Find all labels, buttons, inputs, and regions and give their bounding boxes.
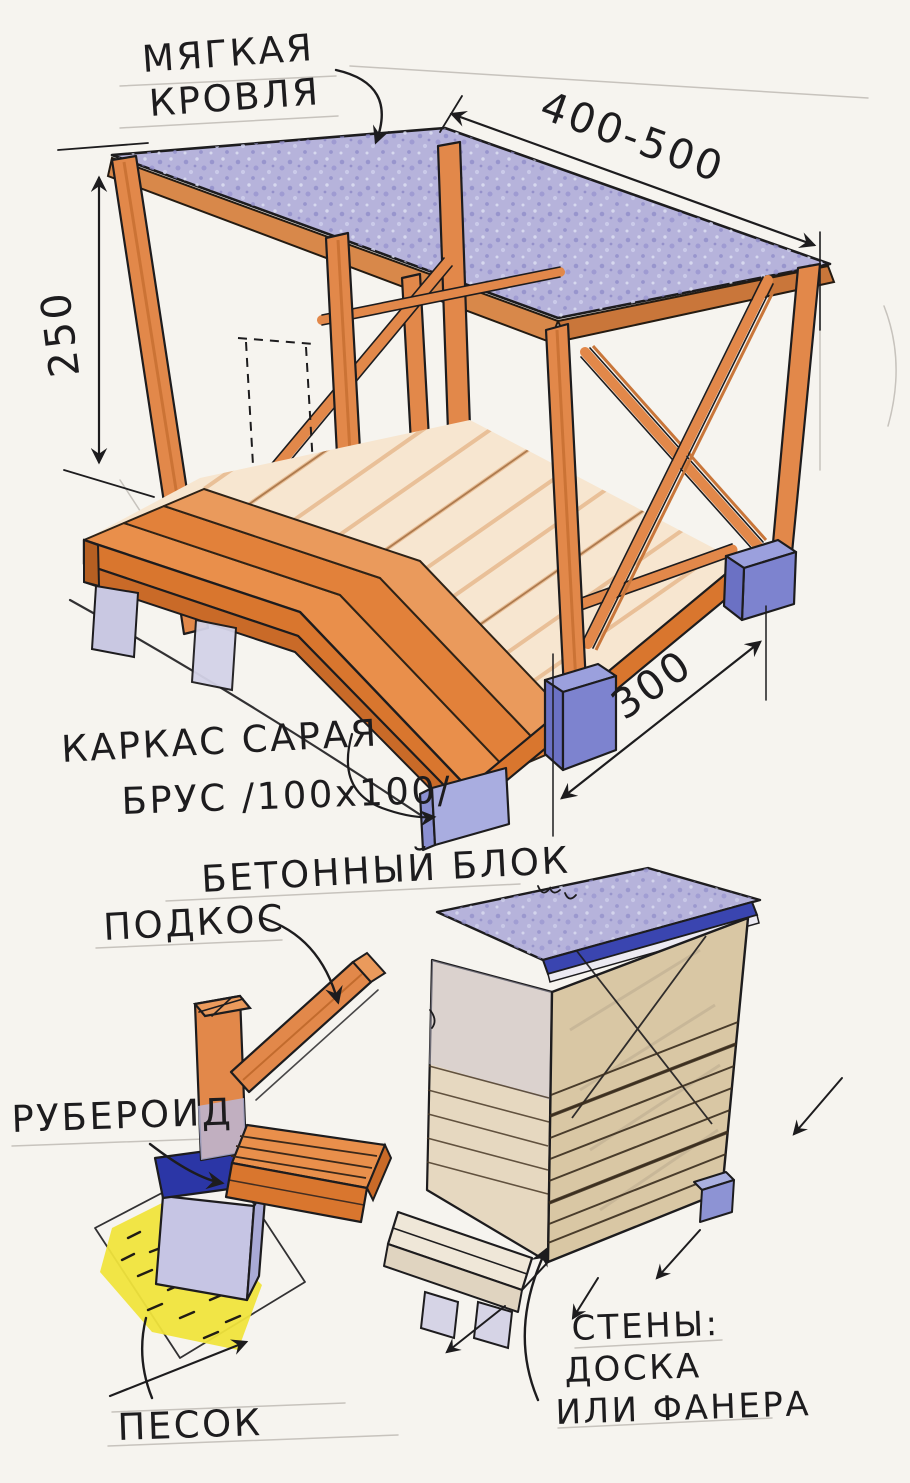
label-frame-line1: КАРКАС САРАЯ: [60, 711, 379, 771]
detail-flat-roof: [435, 866, 762, 983]
detail-deck-boards: [224, 1123, 393, 1224]
leader-felt-arrow: [148, 1142, 225, 1190]
main-shed-sketch: 400-500 250 300 МЯГКАЯ КРОВЛЯ КАРКАС САР…: [31, 26, 836, 901]
detail-diagonal-brace: [229, 951, 387, 1101]
dimension-wall-height-value: 250: [31, 287, 89, 379]
detail-footing-block-right: [693, 1171, 735, 1223]
leader-walls-curve: [523, 1247, 548, 1402]
label-walls-line3: ИЛИ ФАНЕРА: [555, 1384, 812, 1433]
label-roofing-felt: РУБЕРОИД: [11, 1090, 234, 1141]
detail-front-wall: [546, 916, 750, 1264]
deck-support-block: [90, 584, 140, 659]
label-concrete-block: БЕТОННЫЙ БЛОК: [200, 838, 571, 901]
detail-post: [192, 994, 253, 1162]
right-wall-framing: [544, 262, 822, 692]
pencil-squiggles: [429, 885, 577, 1029]
deck-support-block: [190, 618, 238, 692]
detail-left-wall: [425, 958, 554, 1264]
corner-detail-sketch: ПОДКОС РУБЕРОИД ПЕСОК: [11, 897, 393, 1449]
dimension-wall-height: 250: [31, 142, 155, 498]
label-walls-line2: ДОСКА: [564, 1346, 702, 1391]
x-brace-right-wall: [580, 275, 778, 651]
detail-concrete-block: [154, 1184, 268, 1302]
detail-arrows: [445, 1077, 843, 1354]
label-walls-line1: СТЕНЫ:: [571, 1304, 720, 1349]
leader-brace-arrow: [260, 916, 343, 1005]
leader-frame-arrow: [346, 732, 437, 827]
label-sand: ПЕСОК: [117, 1401, 263, 1449]
label-brace: ПОДКОС: [102, 897, 286, 949]
bottom-rail-right-wall: [564, 543, 738, 615]
sand-arrow: [108, 1339, 249, 1398]
detail-porch-deck: [383, 1210, 549, 1350]
walls-detail-sketch: СТЕНЫ: ДОСКА ИЛИ ФАНЕРА: [383, 866, 843, 1433]
leader-soft-roof-arrow: [334, 68, 390, 145]
leader-sand-curve: [140, 1316, 154, 1400]
concrete-block-front-right: [543, 662, 618, 772]
concrete-block-back-right: [722, 538, 798, 622]
mid-rail-back-wall: [317, 266, 565, 326]
